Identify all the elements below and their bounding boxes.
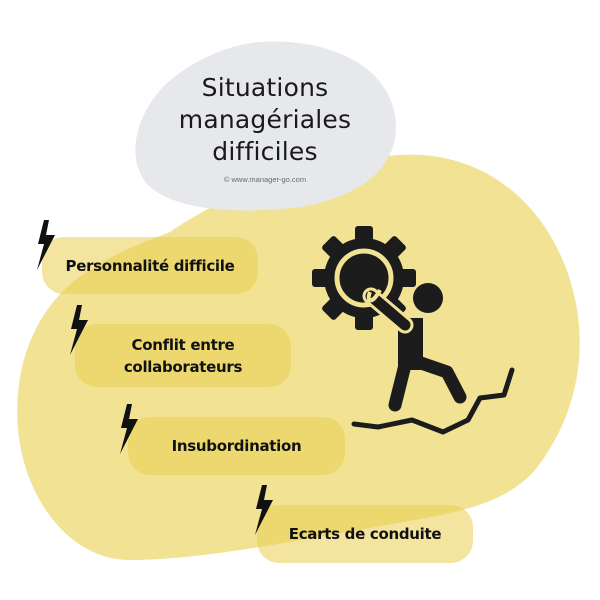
situation-label: Personnalité difficile — [65, 256, 235, 275]
lightning-bolt-icon — [255, 485, 273, 535]
lightning-bolt-icon — [70, 305, 88, 355]
gray-blob — [135, 41, 396, 211]
copyright-text: © www.manager-go.com — [223, 175, 307, 184]
title-line-3: difficiles — [212, 137, 318, 166]
lightning-bolt-icon — [120, 404, 138, 454]
title-block: Situations managériales difficiles © www… — [140, 72, 390, 184]
situation-label-line-2: collaborateurs — [123, 357, 243, 376]
lightning-bolt-icon — [37, 220, 55, 270]
situation-item-personnalite: Personnalité difficile — [42, 237, 258, 294]
situation-label: Conflit entre collaborateurs — [123, 334, 243, 378]
situation-label-line-1: Conflit entre — [131, 335, 235, 354]
cracked-ground — [351, 367, 515, 435]
situation-label: Insubordination — [171, 437, 302, 455]
head — [413, 283, 443, 313]
person-pushing-gear-icon — [312, 226, 515, 435]
situation-label: Ecarts de conduite — [288, 525, 442, 543]
situation-item-insubordination: Insubordination — [128, 417, 345, 475]
title-line-1: Situations — [201, 73, 329, 102]
title-line-2: managériales — [178, 105, 352, 134]
situation-item-conflit: Conflit entre collaborateurs — [75, 324, 291, 387]
situation-item-ecarts: Ecarts de conduite — [257, 505, 473, 563]
